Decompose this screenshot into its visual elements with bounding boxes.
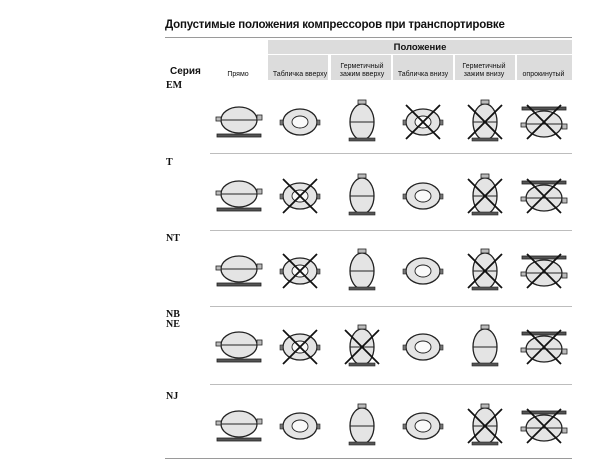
column-header-band [393, 55, 453, 80]
row-separator [210, 384, 572, 385]
compressor-allowed-icon [402, 412, 444, 440]
compressor-forbidden-icon [348, 324, 376, 367]
position-header-band [268, 40, 572, 54]
series-nt: NT [166, 233, 180, 244]
cross-mark-icon [526, 408, 562, 444]
bottom-rule [165, 458, 572, 459]
compressor-allowed-icon [215, 410, 263, 442]
series-t: T [166, 157, 173, 168]
top-rule [165, 37, 572, 38]
series-header-label: Серия [170, 66, 201, 77]
column-header-upright: Прямо [227, 71, 249, 78]
cross-mark-icon [526, 253, 562, 289]
compressor-forbidden-icon [471, 403, 499, 446]
cross-mark-icon [282, 178, 318, 214]
compressor-allowed-icon [215, 255, 263, 287]
compressor-allowed-icon [215, 106, 263, 138]
cross-mark-icon [467, 104, 503, 140]
cross-mark-icon [526, 329, 562, 365]
compressor-allowed-icon [279, 108, 321, 136]
column-header-band [455, 55, 515, 80]
column-header-terminal-down: Герметичный зажим внизу [462, 63, 506, 78]
column-header-plate-down: Табличка внизу [397, 71, 449, 78]
column-header-overturned: опрокинутый [522, 71, 565, 78]
compressor-allowed-icon [348, 248, 376, 291]
column-header-plate-up: Табличка вверху [272, 71, 328, 78]
compressor-forbidden-icon [471, 248, 499, 291]
compressor-allowed-icon [402, 182, 444, 210]
compressor-allowed-icon [402, 257, 444, 285]
cross-mark-icon [282, 329, 318, 365]
cross-mark-icon [405, 104, 441, 140]
compressor-allowed-icon [348, 403, 376, 446]
compressor-allowed-icon [279, 412, 321, 440]
cross-mark-icon [467, 408, 503, 444]
series-em: EM [166, 80, 183, 91]
column-header-band [268, 55, 328, 80]
compressor-allowed-icon [215, 180, 263, 212]
series-nj: NJ [166, 391, 179, 402]
compressor-allowed-icon [471, 324, 499, 367]
compressor-allowed-icon [402, 333, 444, 361]
compressor-allowed-icon [215, 331, 263, 363]
cross-mark-icon [467, 253, 503, 289]
cross-mark-icon [526, 178, 562, 214]
position-header-label: Положение [393, 42, 447, 53]
page-title: Допустимые положения компрессоров при тр… [165, 19, 505, 31]
compressor-allowed-icon [348, 99, 376, 142]
compressor-forbidden-icon [471, 99, 499, 142]
series-nb-ne: NB NE [166, 309, 180, 330]
row-separator [210, 230, 572, 231]
compressor-allowed-icon [348, 173, 376, 216]
cross-mark-icon [467, 178, 503, 214]
cross-mark-icon [344, 329, 380, 365]
column-header-band [517, 55, 572, 80]
cross-mark-icon [282, 253, 318, 289]
compressor-forbidden-icon [471, 173, 499, 216]
row-separator [210, 153, 572, 154]
row-separator [210, 306, 572, 307]
column-header-terminal-up: Герметичный зажим вверху [339, 63, 385, 78]
column-header-band [331, 55, 391, 80]
cross-mark-icon [526, 104, 562, 140]
